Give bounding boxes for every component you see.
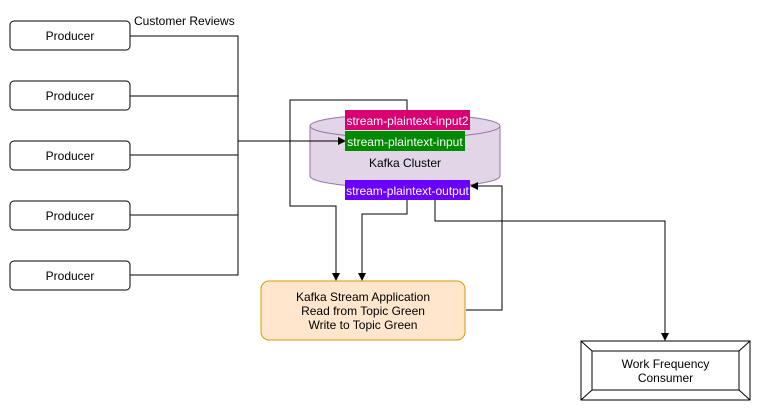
producer-3-label: Producer [46,149,95,163]
topic-input: stream-plaintext-input [345,131,465,151]
consumer-line2: Consumer [638,371,693,385]
kafka-cluster-label: Kafka Cluster [369,156,441,170]
topic-input-label: stream-plaintext-input [347,135,463,149]
app-to-output-arrow [466,182,503,311]
stream-app-line3: Write to Topic Green [309,318,418,332]
topic-input2-label: stream-plaintext-input2 [346,114,468,128]
topic-input2: stream-plaintext-input2 [345,110,470,130]
kafka-stream-application: Kafka Stream Application Read from Topic… [260,280,466,341]
output-to-app-loop-connector [289,99,408,281]
topic-output-label: stream-plaintext-output [346,184,469,198]
output-to-consumer-arrow [434,200,669,341]
topic-output: stream-plaintext-output [345,180,470,200]
work-frequency-consumer: Work Frequency Consumer [580,340,751,401]
producer-2-label: Producer [46,89,95,103]
stream-app-line1: Kafka Stream Application [296,290,430,304]
producer-1: Producer [9,20,131,51]
producer-connectors [130,35,239,276]
input-to-app-arrow [358,200,408,281]
consumer-line1: Work Frequency [622,357,710,371]
producer-2: Producer [9,80,131,111]
producer-3: Producer [9,140,131,171]
edge-label-customer-reviews: Customer Reviews [134,14,235,28]
producer-5-label: Producer [46,269,95,283]
producer-4-label: Producer [46,209,95,223]
stream-app-line2: Read from Topic Green [301,304,425,318]
producer-1-label: Producer [46,29,95,43]
producer-5: Producer [9,260,131,291]
producer-4: Producer [9,200,131,231]
